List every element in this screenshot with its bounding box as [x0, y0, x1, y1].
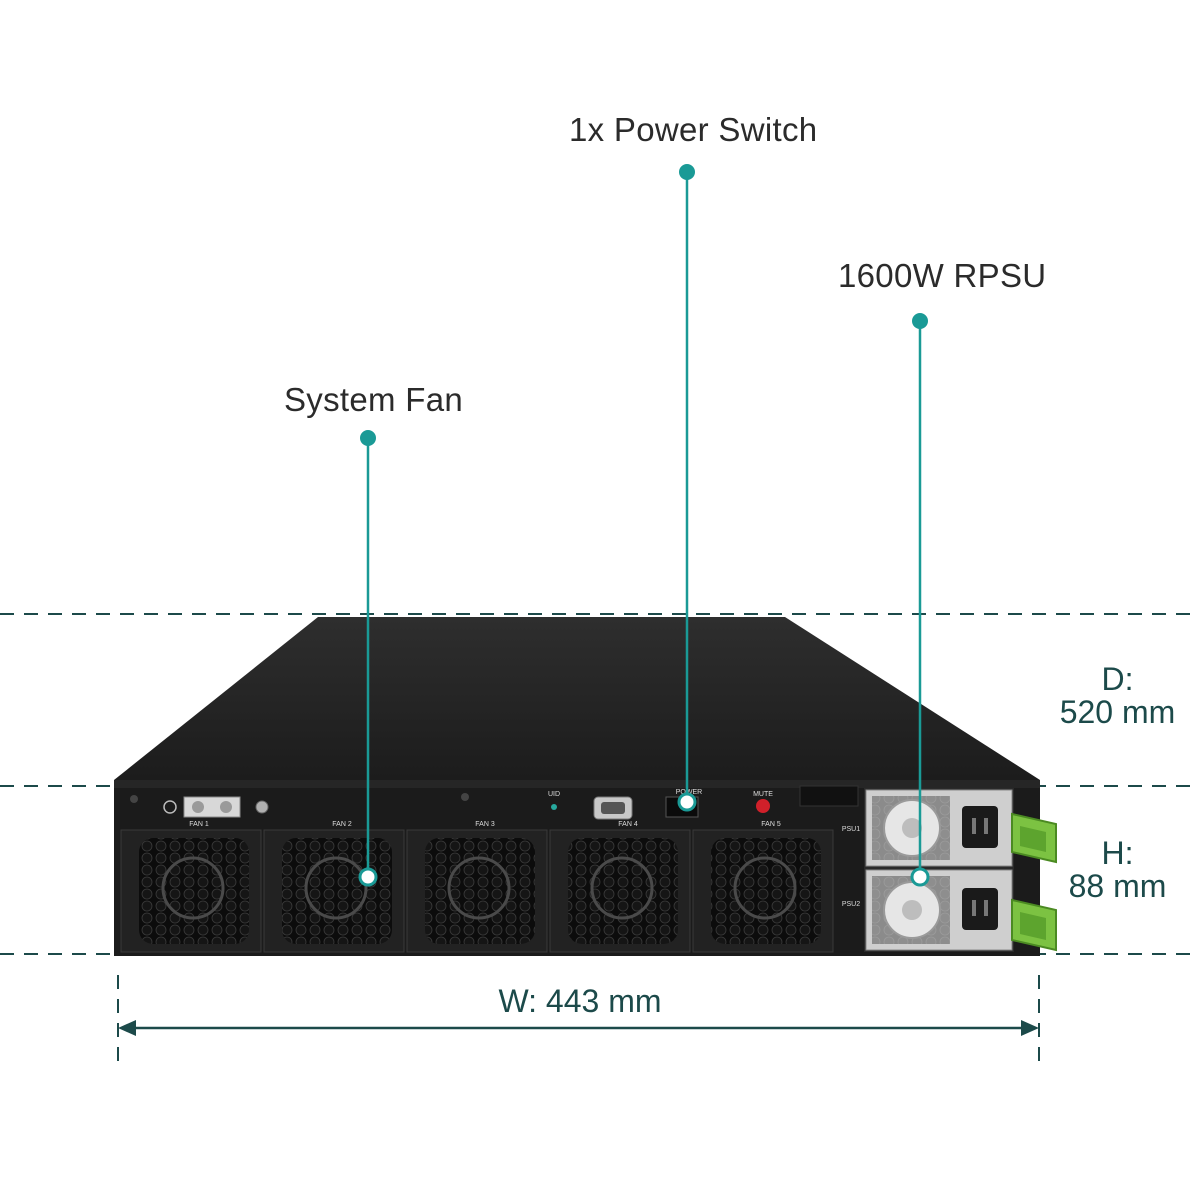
- mute-button: [756, 799, 770, 813]
- fan-hub: [161, 856, 225, 920]
- fan-module: FAN 1: [120, 821, 262, 953]
- fan-module: FAN 3: [406, 821, 548, 953]
- fan-label: FAN 4: [618, 821, 638, 828]
- power-switch-leader: [677, 164, 697, 812]
- ground-terminal: [130, 793, 832, 818]
- fan-grille: [711, 838, 821, 944]
- psu-handle-2: [1011, 898, 1057, 952]
- fan-grille: [425, 838, 535, 944]
- fan-grille: [568, 838, 678, 944]
- height-dimension: H: 88 mm: [1050, 837, 1185, 903]
- fan-grille: [139, 838, 249, 944]
- width-arrow: [118, 1020, 1039, 1036]
- depth-dimension: D: 520 mm: [1050, 663, 1185, 729]
- rpsu-leader: [910, 313, 930, 887]
- width-dimension-label: W: 443 mm: [498, 983, 662, 1019]
- depth-label: D:: [1101, 661, 1134, 697]
- chassis-top: [114, 617, 1040, 780]
- depth-value: 520 mm: [1059, 694, 1176, 730]
- power-label: POWER: [676, 789, 702, 796]
- callout-leaders: [358, 164, 930, 887]
- system-fan-label: System Fan: [284, 381, 464, 418]
- fan-label: FAN 1: [189, 821, 209, 828]
- psu-1: [865, 789, 1013, 867]
- power-switch-label: 1x Power Switch: [569, 111, 818, 148]
- fan-hub: [447, 856, 511, 920]
- height-label: H:: [1101, 835, 1134, 871]
- fan-hub: [304, 856, 368, 920]
- vga-port: [593, 796, 633, 820]
- system-fan-leader: [358, 430, 378, 887]
- fan-grille: [282, 838, 392, 944]
- fan-hub: [590, 856, 654, 920]
- fan-module: FAN 5: [692, 821, 834, 953]
- fan-label: FAN 3: [475, 821, 495, 828]
- psu1-label: PSU1: [842, 826, 860, 833]
- rpsu-label: 1600W RPSU: [838, 257, 1047, 294]
- uid-label: UID: [548, 791, 560, 798]
- psu-handle-1: [1011, 812, 1057, 864]
- psu-2: [865, 869, 1013, 951]
- fan-modules: FAN 1 FAN 2 FAN 3 FAN 4 FAN 5: [120, 821, 834, 953]
- height-value: 88 mm: [1068, 868, 1167, 904]
- psu2-label: PSU2: [842, 901, 860, 908]
- psu-bay: [864, 788, 1057, 952]
- uid-led: [551, 804, 557, 810]
- fan-module: FAN 2: [263, 821, 405, 953]
- fan-label: FAN 5: [761, 821, 781, 828]
- mute-label: MUTE: [753, 791, 773, 798]
- fan-module: FAN 4: [549, 821, 691, 953]
- fan-hub: [733, 856, 797, 920]
- fan-label: FAN 2: [332, 821, 352, 828]
